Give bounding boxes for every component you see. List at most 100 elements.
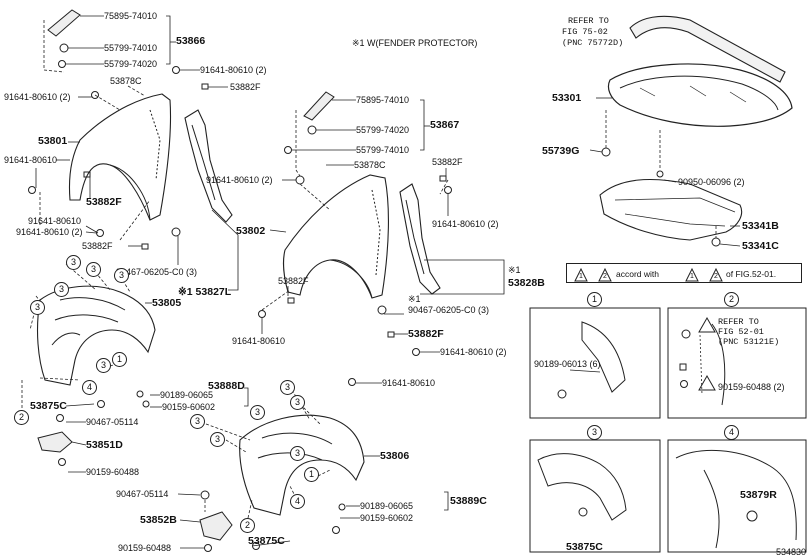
detail-1-circle: 1 [587, 292, 602, 307]
label-91641-80610-2-ca: 91641-80610 (2) [206, 175, 273, 185]
ref-hood-line1: REFER TO [568, 16, 609, 26]
legend-tri-1b: 1 [690, 273, 694, 280]
label-53888d: 53888D [208, 380, 245, 392]
detail-4-circle: 4 [724, 425, 739, 440]
label-53879r: 53879R [740, 489, 777, 501]
label-91641-80610-2-e: 91641-80610 (2) [16, 227, 83, 237]
label-53875c-left: 53875C [30, 400, 67, 412]
label-53301: 53301 [552, 92, 582, 104]
label-55799-74020-right: 55799-74020 [356, 125, 410, 135]
callout-3-b: 3 [86, 262, 101, 277]
label-91641-80610-d: 91641-80610 [28, 216, 82, 226]
hood-53301 [607, 63, 793, 127]
label-90467-05114-left: 90467-05114 [86, 417, 139, 427]
ref-d2-line2: FIG 52-01 [718, 327, 764, 337]
detail-3-circle: 3 [587, 425, 602, 440]
callout-3-e: 3 [30, 300, 45, 315]
ref-d2-line3: (PNC 53121E) [718, 337, 780, 347]
label-75895-74010-left: 75895-74010 [104, 11, 158, 21]
label-53882f-b: 53882F [278, 276, 309, 286]
label-55799-74010-left: 55799-74010 [104, 43, 158, 53]
callout-2-b: 2 [240, 518, 255, 533]
callout-3-c: 3 [114, 268, 129, 283]
label-90159-60602-right: 90159-60602 [360, 513, 414, 523]
hood-clips [601, 147, 721, 247]
hood-leaders [589, 97, 741, 247]
callout-2-a: 2 [14, 410, 29, 425]
label-90159-60488-left: 90159-60488 [86, 467, 140, 477]
hood-molding [629, 15, 786, 83]
label-90950-06096-2: 90950-06096 (2) [678, 177, 745, 187]
label-53882f-top: 53882F [230, 82, 261, 92]
label-53866: 53866 [176, 35, 206, 47]
label-53882f-a: 53882F [432, 157, 463, 167]
label-53875c-detail: 53875C [566, 541, 603, 553]
callout-3-d: 3 [54, 282, 69, 297]
ref-hood-line3: (PNC 75772D) [562, 38, 624, 48]
label-91641-80610-2-a: 91641-80610 (2) [200, 65, 267, 75]
label-91641-80610-ce: 91641-80610 [382, 378, 436, 388]
label-53341c: 53341C [742, 240, 779, 252]
hood-insulator-53341b [599, 178, 743, 241]
label-90467-06205-c0-3-right: 90467-06205-C0 (3) [408, 305, 490, 315]
center-leaders [177, 99, 505, 549]
right-weatherstrip-75895 [303, 91, 335, 121]
legend-of-fig: of FIG.52-01. [726, 269, 777, 279]
callout-3-a: 3 [66, 255, 81, 270]
right-mudguard-53852b [199, 511, 233, 541]
label-53882f-mid: 53882F [86, 196, 122, 208]
detail-box-1 [529, 307, 661, 419]
ref-d2-line1: REFER TO [718, 317, 759, 327]
label-55739g: 55739G [542, 145, 580, 157]
label-53875c-right: 53875C [248, 535, 285, 547]
callout-3-j: 3 [190, 414, 205, 429]
label-90189-06065-right: 90189-06065 [360, 501, 414, 511]
callout-3-k: 3 [210, 432, 225, 447]
callout-3-l: 3 [290, 446, 305, 461]
label-55799-74010-right: 55799-74010 [356, 145, 410, 155]
label-53801: 53801 [38, 135, 68, 147]
label-53852b: 53852B [140, 514, 177, 526]
left-liner-53805 [37, 285, 156, 386]
label-90467-05114-right: 90467-05114 [116, 489, 169, 499]
note-fender-protector: ※1 W(FENDER PROTECTOR) [352, 38, 478, 48]
label-90189-06013-6: 90189-06013 (6) [534, 359, 601, 369]
label-53805: 53805 [152, 297, 182, 309]
label-55799-74020-left: 55799-74020 [104, 59, 158, 69]
callout-1-b: 1 [304, 467, 319, 482]
illustration-code: 534830 [776, 547, 807, 557]
label-91641-80610-2-cb: 91641-80610 (2) [432, 219, 499, 229]
detail-2-circle: 2 [724, 292, 739, 307]
left-fender-protector-53827l [184, 109, 233, 223]
label-75895-74010-right: 75895-74010 [356, 95, 410, 105]
label-53882f-c: 53882F [408, 328, 444, 340]
hood-dashed [605, 110, 717, 238]
left-leaders [35, 15, 249, 473]
label-53867: 53867 [430, 119, 460, 131]
label-91641-80610-c: 91641-80610 [4, 155, 58, 165]
callout-4-b: 4 [290, 494, 305, 509]
label-53827l: ※1 53827L [178, 286, 232, 298]
left-clips [28, 43, 209, 466]
legend-box [566, 263, 802, 283]
left-mudguard-53851d [37, 431, 73, 453]
callout-1-a: 1 [112, 352, 127, 367]
legend-tri-1: 1 [579, 273, 583, 280]
detail-box-4 [667, 439, 807, 553]
detail-box-2 [667, 307, 807, 419]
callout-3-i: 3 [250, 405, 265, 420]
label-91641-80610-cc: 91641-80610 [232, 336, 286, 346]
label-53878c-left: 53878C [110, 76, 142, 86]
detail-box-3 [529, 439, 661, 553]
callout-3-g: 3 [280, 380, 295, 395]
legend-accord-with: accord with [616, 269, 659, 279]
label-53828b: 53828B [508, 277, 545, 289]
label-53882f-low: 53882F [82, 241, 113, 251]
legend-tri-2: 2 [603, 273, 607, 280]
label-90467-06205-c0-3-left: 90467-06205-C0 (3) [116, 267, 198, 277]
label-90159-60488-2: 90159-60488 (2) [718, 382, 785, 392]
label-90159-60488-right: 90159-60488 [118, 543, 172, 553]
label-90159-60602-left: 90159-60602 [162, 402, 216, 412]
